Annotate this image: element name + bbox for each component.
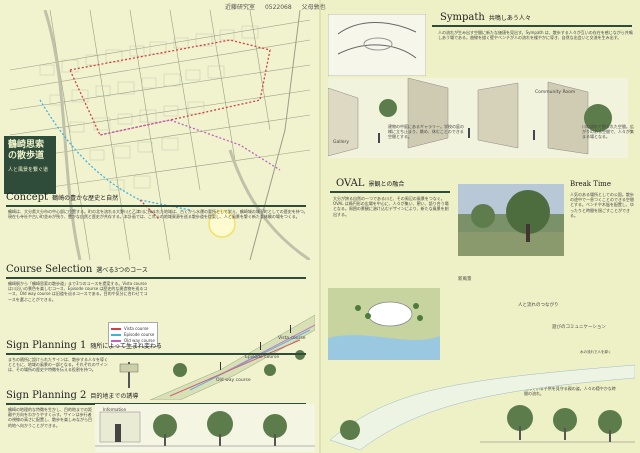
poster-subtitle: 人と風景を繋ぐ道 — [8, 167, 49, 173]
legend-episode: Episode course — [111, 332, 155, 337]
concept-rule — [6, 205, 306, 207]
oval-body: 大分が誇る自然の一つである川と、その周辺の風景をつなぐ。OVAL は楕円形の広場… — [333, 196, 449, 217]
sympath-caption-2: 川の流れで囲まれた空間。広がりのある空間で、人々が集まる場となる。 — [582, 124, 634, 140]
concept-subheading: 鶴崎の豊かな歴史と自然 — [52, 195, 119, 202]
vista-course-label: Vista course — [278, 336, 306, 341]
sign1-body: まちの随所に設けられたサインは、散歩する人々を導くとともに、地域の風景の一部とな… — [8, 357, 108, 373]
flow-label: 水の流れで人を導く — [580, 350, 612, 354]
sympath-body: 人の流れが生み出す空間に新たな価値を見出す。Sympath は、散歩する人々が互… — [438, 30, 633, 41]
title-box: 鶴崎思索の散歩道 人と風景を繋ぐ道 — [4, 136, 56, 194]
sign2-elevation — [95, 404, 315, 452]
episode-course-label: Episode course — [245, 355, 280, 360]
sign1-rule — [6, 353, 306, 355]
course-subheading: 選べる3つのコース — [96, 267, 148, 274]
sympath-rule — [432, 25, 632, 27]
sympath-caption-1: 建物の中庭にあるギャラリー。学校の庭の様に立ち止まり、眺め、休むことのできる空間… — [388, 124, 464, 140]
break-time-body: 人気のある場所としての公園。散歩の途中で一息つくことのできる空間とする。ベンチや… — [570, 192, 634, 218]
connect-label: 人と流れのつながり — [518, 303, 559, 308]
waterfront-elevation — [330, 364, 635, 450]
sympath-perspective — [328, 78, 628, 158]
oval-rule — [330, 191, 450, 193]
student-name: 父母敦也 — [301, 4, 326, 11]
course-legend: Vista course Episode course Old way cour… — [108, 322, 158, 347]
course-body: 鶴崎駅から「鶴崎思索の散歩道」まで3つのコースを提案する。Vista cours… — [8, 281, 148, 302]
sign-info-label: Information — [103, 407, 127, 412]
gallery-label: Gallery — [333, 140, 350, 145]
lab-name: 近藤研究室 — [225, 4, 256, 11]
course-perspective — [150, 314, 315, 400]
oldway-course-label: Old way course — [216, 378, 251, 383]
header: 近藤研究室 0522068 父母敦也 — [225, 2, 334, 11]
poster-title: 鶴崎思索の散歩道 — [8, 140, 45, 161]
area-map — [10, 10, 310, 260]
new-scene-label: 新風景 — [458, 277, 472, 282]
sympath-plan — [328, 14, 426, 76]
legend-vista: Vista course — [111, 326, 155, 331]
oval-subheading: 景観との融合 — [368, 181, 405, 188]
community-room-label: Community Room — [535, 90, 576, 95]
site-aerial — [328, 288, 440, 360]
break-time-heading: Break Time — [570, 180, 611, 188]
sympath-subheading: 共鳴しあう人々 — [488, 15, 531, 22]
sign1-subheading: 随所によって生まれ変わる — [90, 343, 162, 350]
sign2-body: 鶴崎の地理的な特徴を生かし、目的地までの距離や方向をわかりやすく示す。サインは歩… — [8, 407, 92, 428]
page-fold — [319, 0, 321, 453]
course-rule — [6, 277, 306, 279]
play-label: 遊びのコミュニケーション — [552, 325, 606, 330]
sign2-subheading: 目的地までの誘導 — [90, 393, 139, 400]
park-photo — [458, 184, 564, 256]
sign1-sketch — [119, 362, 139, 388]
concept-body: 鶴崎は、大分県大分市の中心部に位置する。町の北を流れる大野川と乙津川に挟まれた地… — [8, 209, 308, 220]
student-id: 0522068 — [264, 4, 292, 11]
legend-oldway: Old way course — [111, 338, 155, 343]
note-caption: 遊んでいる子供を見守る親の姿。人々の穏やかな時間の流れ。 — [524, 386, 616, 397]
